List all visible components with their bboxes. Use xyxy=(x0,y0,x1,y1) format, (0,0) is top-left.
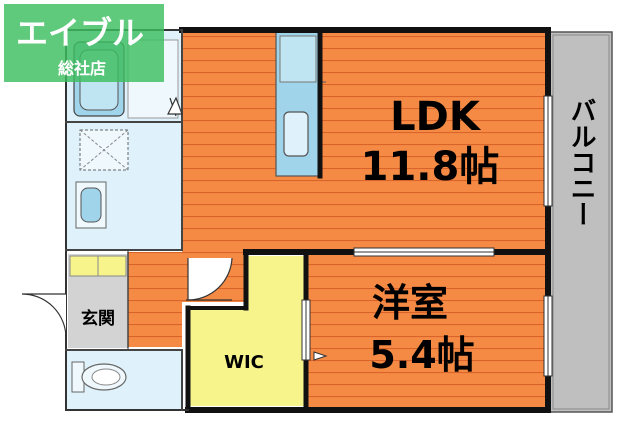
balcony xyxy=(549,31,613,413)
ldk-label: LDK xyxy=(390,94,482,140)
kitchen-counter-icon xyxy=(275,31,326,177)
washbasin-icon xyxy=(75,181,107,229)
western-label: 洋室 xyxy=(372,281,448,325)
brand-logo: エイブル 総社店 xyxy=(4,4,164,82)
wic-label: WIC xyxy=(224,352,264,373)
logo-branch-name: 総社店 xyxy=(58,59,106,78)
western-size: 5.4帖 xyxy=(369,333,474,377)
balcony-label: バルコニー xyxy=(566,97,596,227)
logo-brand-name: エイブル xyxy=(16,14,144,52)
washing-machine-icon xyxy=(79,129,129,171)
windows xyxy=(301,95,553,377)
ldk-room xyxy=(182,30,548,252)
toilet-icon xyxy=(71,361,127,393)
door-swings xyxy=(21,96,233,339)
entrance-label: 玄関 xyxy=(81,308,115,329)
western-room xyxy=(306,252,548,410)
walk-in-closet xyxy=(190,256,304,406)
entrance-area xyxy=(68,254,128,348)
ldk-size: 11.8帖 xyxy=(361,144,500,190)
